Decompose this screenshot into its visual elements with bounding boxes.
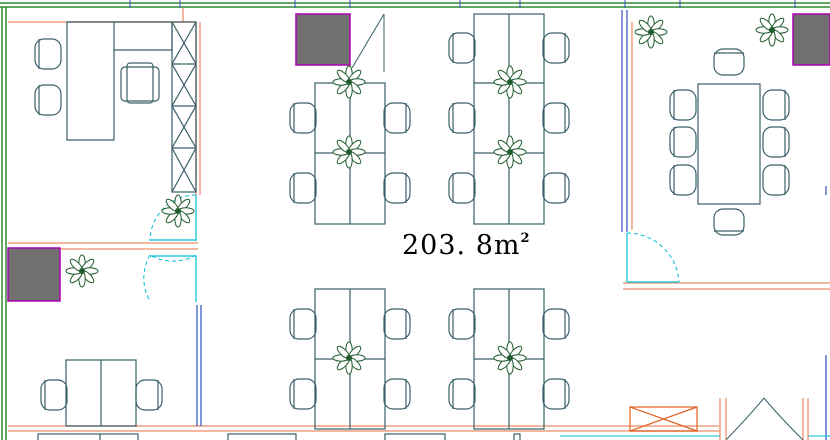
manager-chair bbox=[120, 62, 160, 104]
glass-walls bbox=[196, 10, 827, 440]
plant-icon bbox=[332, 65, 366, 99]
meeting-table bbox=[697, 83, 761, 205]
plant-icon bbox=[634, 15, 668, 49]
area-exponent: 2 bbox=[520, 231, 531, 246]
manager-desk bbox=[66, 21, 173, 141]
plant-icon bbox=[493, 341, 527, 375]
column bbox=[7, 247, 61, 302]
area-label: 203. 8m2 bbox=[402, 232, 531, 259]
plant-icon bbox=[755, 13, 789, 47]
plant-icon bbox=[332, 341, 366, 375]
door-swings bbox=[143, 194, 680, 302]
meeting-chairs bbox=[669, 48, 790, 236]
area-unit: m bbox=[493, 230, 521, 261]
stair-line bbox=[351, 13, 385, 72]
entrance-door bbox=[725, 397, 804, 440]
column bbox=[295, 13, 351, 66]
structural-columns bbox=[7, 13, 830, 302]
door-leaves bbox=[150, 195, 679, 302]
reception-crate bbox=[629, 406, 698, 432]
plant-icon bbox=[65, 254, 99, 288]
workstation-cluster bbox=[473, 13, 545, 225]
plant-icon bbox=[161, 194, 195, 228]
workstation-chairs bbox=[289, 32, 570, 410]
top-window-frames bbox=[129, 0, 796, 8]
area-value: 203. 8 bbox=[402, 230, 494, 261]
partitions bbox=[8, 8, 830, 440]
storage-cabinet bbox=[171, 21, 197, 193]
plant-icon bbox=[493, 65, 527, 99]
plant-icon bbox=[493, 135, 527, 169]
column bbox=[792, 13, 830, 66]
guest-chairs bbox=[34, 38, 62, 116]
plant-icon bbox=[332, 135, 366, 169]
bottom-left-desk bbox=[65, 359, 137, 427]
bottom-desks bbox=[37, 433, 521, 440]
